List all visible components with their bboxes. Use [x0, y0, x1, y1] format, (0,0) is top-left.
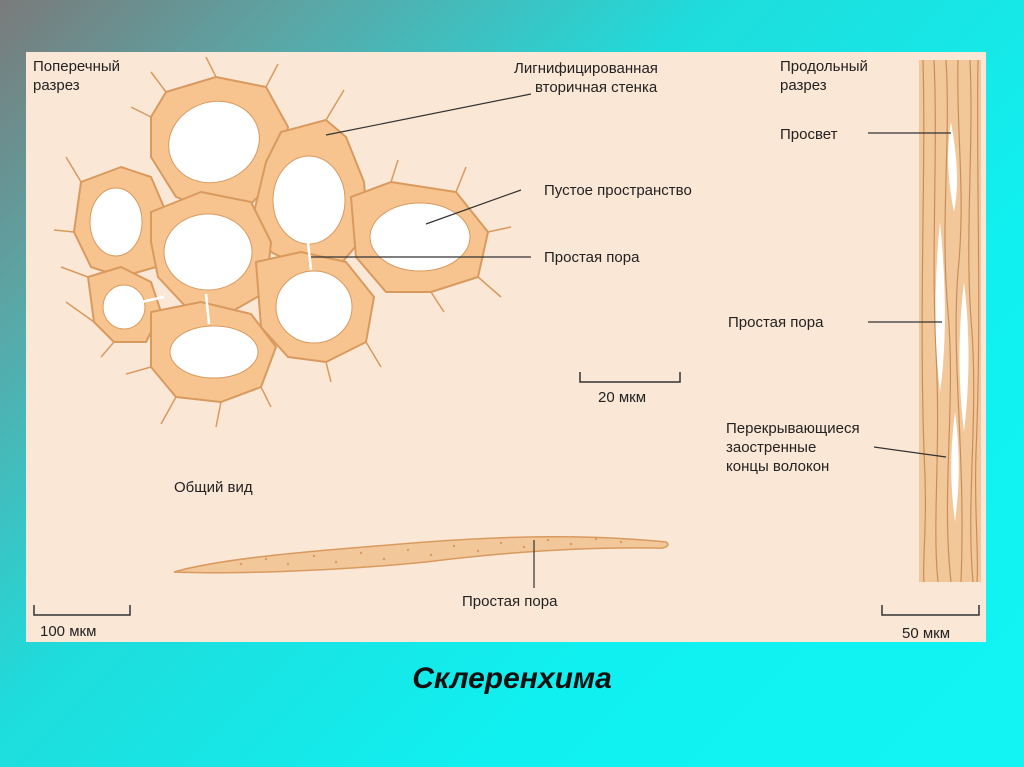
label-scale-20: 20 мкм	[598, 389, 646, 406]
label-scale-50: 50 мкм	[902, 625, 950, 642]
label-longitudinal-line1: Продольный	[780, 58, 868, 75]
fiber-pores-dots	[239, 537, 623, 566]
label-overlapping-ends-line1: Перекрывающиеся	[726, 420, 860, 437]
lumen-top-right	[272, 155, 346, 245]
label-simple-pore-long: Простая пора	[728, 314, 824, 331]
label-lumen: Просвет	[780, 126, 838, 143]
cross-section-pores	[140, 241, 313, 325]
lumen-small-left	[102, 284, 146, 330]
label-empty-space: Пустое пространство	[544, 182, 692, 199]
scale-bar-20	[579, 372, 681, 383]
label-simple-pore-cross: Простая пора	[544, 249, 640, 266]
scale-bar-100	[33, 605, 131, 616]
slide-caption: Склеренхима	[412, 662, 612, 695]
label-cross-section-line2: разрез	[33, 77, 80, 94]
lumen-center-right	[275, 270, 353, 344]
lumen-bottom	[169, 325, 259, 379]
sclerenchyma-diagram: Поперечный разрез Лигнифицированная втор…	[33, 56, 981, 642]
label-general-view: Общий вид	[174, 479, 253, 496]
label-overlapping-ends-line2: заостренные	[726, 439, 816, 456]
label-lignified-wall-line1: Лигнифицированная	[514, 60, 658, 77]
label-longitudinal-line2: разрез	[780, 77, 827, 94]
fiber-general-view	[173, 535, 669, 574]
label-simple-pore-general: Простая пора	[462, 593, 558, 610]
label-cross-section-line1: Поперечный	[33, 58, 120, 75]
cell-wall-spikes	[53, 56, 512, 428]
scale-bar-50	[881, 605, 980, 616]
lumen-right	[369, 202, 471, 272]
lumen-left	[89, 187, 143, 257]
diagram-panel: Поперечный разрез Лигнифицированная втор…	[26, 52, 986, 642]
cross-section-callouts	[311, 93, 532, 258]
label-lignified-wall-line2: вторичная стенка	[535, 79, 658, 96]
longitudinal-fibers	[919, 59, 981, 583]
lumen-center	[163, 213, 253, 291]
lumen-top-center	[168, 100, 260, 184]
cell-lumens	[89, 100, 471, 379]
label-scale-100: 100 мкм	[40, 623, 96, 640]
longitudinal-callouts	[868, 132, 951, 458]
label-overlapping-ends-line3: концы волокон	[726, 458, 829, 475]
